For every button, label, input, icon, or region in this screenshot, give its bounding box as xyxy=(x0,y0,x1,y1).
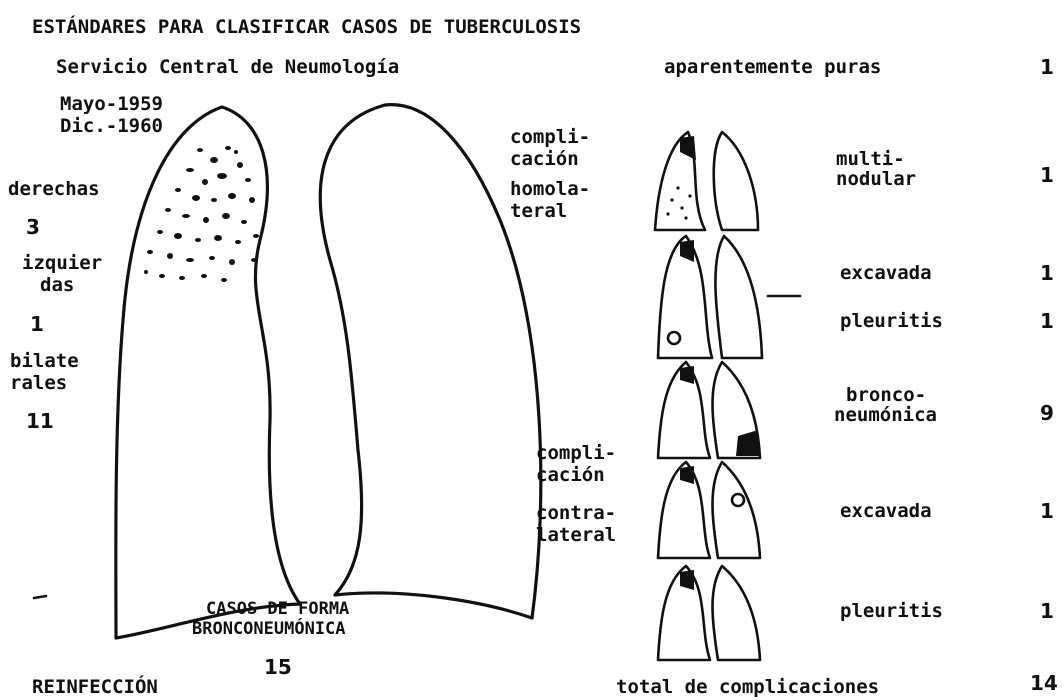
lung-pair-excavada-pleuritis xyxy=(658,236,762,358)
center-count: 15 xyxy=(264,656,292,678)
pure-count: 1 xyxy=(1040,56,1054,78)
lung-pair-contralateral-pleuritis xyxy=(658,566,760,660)
page-title: ESTÁNDARES PARA CLASIFICAR CASOS DE TUBE… xyxy=(32,16,581,38)
contralateral-line-3: contra- xyxy=(536,502,616,524)
homolateral-line-3: homola- xyxy=(510,178,590,200)
contralateral-line-2: cación xyxy=(536,464,605,486)
footer-reinfeccion: REINFECCIÓN xyxy=(32,676,158,698)
row-bronconeumonica-label-2: neumónica xyxy=(834,404,937,426)
contralateral-line-1: compli- xyxy=(536,442,616,464)
row-pleuritis-count: 1 xyxy=(1040,310,1054,332)
row-multinodular-label-1: multi- xyxy=(836,148,905,170)
row-excavada-label: excavada xyxy=(840,262,932,284)
lung-pair-contralateral-excavada xyxy=(658,462,760,558)
pure-label: aparentemente puras xyxy=(664,56,881,78)
row-pleuritis-contra-label: pleuritis xyxy=(840,600,943,622)
center-label-1: CASOS DE FORMA xyxy=(206,598,349,620)
label-izquierdas-1: izquier xyxy=(22,252,102,274)
row-multinodular-count: 1 xyxy=(1040,164,1054,186)
homolateral-line-4: teral xyxy=(510,200,567,222)
contralateral-line-4: lateral xyxy=(536,524,616,546)
row-excavada-contra-label: excavada xyxy=(840,500,932,522)
row-multinodular-label-2: nodular xyxy=(836,168,916,190)
row-bronconeumonica-label-1: bronco- xyxy=(846,384,926,406)
count-izquierdas: 1 xyxy=(30,313,44,335)
stray-mark xyxy=(34,596,46,598)
row-pleuritis-contra-count: 1 xyxy=(1040,600,1054,622)
label-bilaterales-2: rales xyxy=(10,372,67,394)
count-bilaterales: 11 xyxy=(26,410,54,432)
row-bronconeumonica-count: 9 xyxy=(1040,402,1054,424)
label-bilaterales-1: bilate xyxy=(10,350,79,372)
total-label: total de complicaciones xyxy=(616,676,879,698)
total-count: 14 xyxy=(1030,672,1058,694)
lung-pair-bronconeumonica xyxy=(658,362,760,458)
label-derechas: derechas xyxy=(8,178,100,200)
period-start: Mayo-1959 xyxy=(60,93,163,115)
row-excavada-count: 1 xyxy=(1040,262,1054,284)
period-end: Dic.-1960 xyxy=(60,115,163,137)
label-izquierdas-2: das xyxy=(40,274,74,296)
row-excavada-contra-count: 1 xyxy=(1040,500,1054,522)
large-left-lung xyxy=(320,105,541,618)
count-derechas: 3 xyxy=(26,216,40,238)
large-lungs-drawing xyxy=(116,105,541,638)
service-name: Servicio Central de Neumología xyxy=(56,56,399,78)
lung-pair-multinodular xyxy=(655,132,758,230)
center-label-2: BRONCONEUMÓNICA xyxy=(192,618,346,640)
homolateral-line-2: cación xyxy=(510,148,579,170)
large-right-lung xyxy=(116,107,300,638)
homolateral-line-1: compli- xyxy=(510,126,590,148)
row-pleuritis-label: pleuritis xyxy=(840,310,943,332)
